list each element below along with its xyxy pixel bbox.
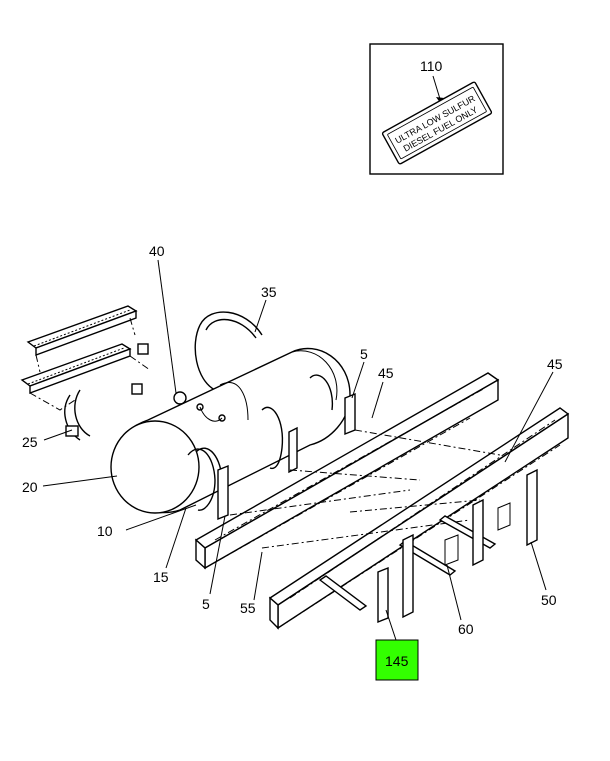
callout-40: 40 [149,243,165,259]
callout-35: 35 [261,284,277,300]
callout-15: 15 [153,569,169,585]
callout-55: 55 [240,600,256,616]
callout-145: 145 [385,653,409,669]
callout-20: 20 [22,479,38,495]
decal-inset: 110 ULTRA LOW SULFUR DIESEL FUEL ONLY [369,43,504,175]
callout-110: 110 [420,58,443,74]
callout-5-lower: 5 [202,596,210,612]
callout-50: 50 [541,592,557,608]
fuel-tank [110,347,351,514]
leader-lines [42,259,554,641]
callout-145-highlight[interactable]: 145 [375,639,419,681]
callout-5-upper: 5 [360,346,368,362]
highlight-box[interactable] [375,639,419,681]
callouts: 40 35 5 45 45 25 20 10 15 5 55 60 50 [22,243,563,637]
callout-45-left: 45 [378,365,394,381]
callout-60: 60 [458,621,474,637]
tank-brackets [217,392,356,521]
step-assembly [20,305,151,441]
callout-25: 25 [22,434,38,450]
callout-45-right: 45 [547,356,563,372]
callout-10: 10 [97,523,113,539]
lower-brackets [318,468,538,624]
frame-rails [194,372,570,630]
